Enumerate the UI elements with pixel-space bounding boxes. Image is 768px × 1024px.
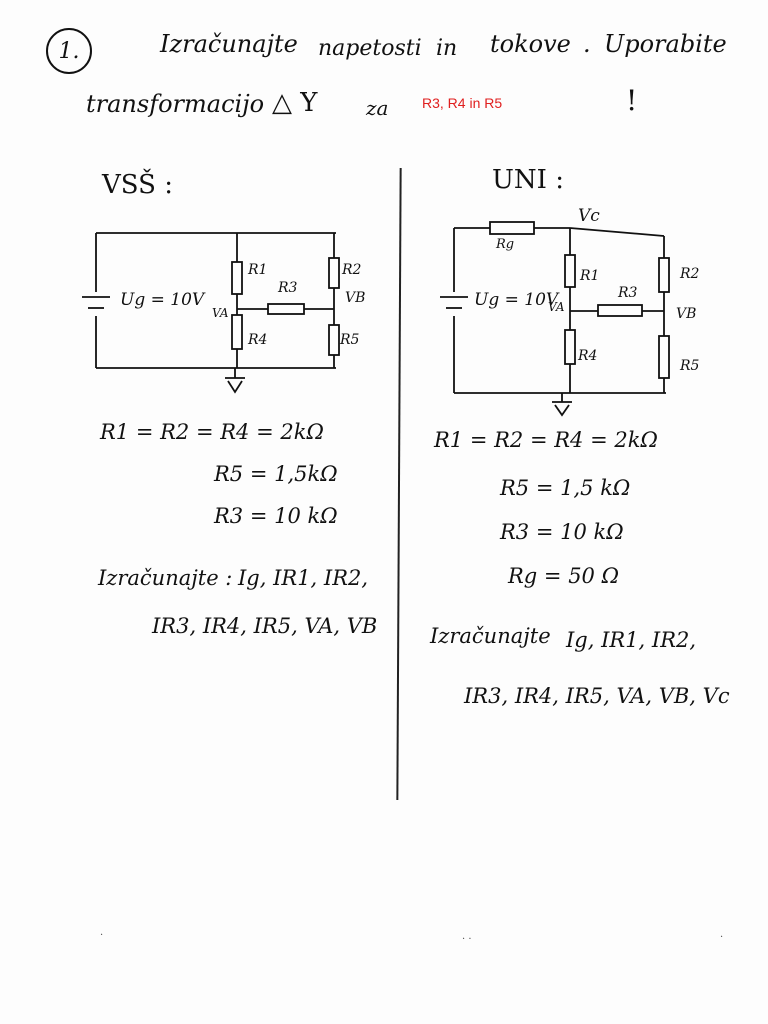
header-word-6: Uporabite	[604, 30, 727, 58]
typed-note: R3, R4 in R5	[422, 95, 503, 111]
right-compute-line2: IR3, IR4, IR5, VA, VB, Vc	[464, 684, 730, 708]
right-source-label: Ug = 10V	[474, 290, 559, 310]
problem-number-text: 1.	[58, 38, 80, 64]
left-node-a: VA	[212, 306, 229, 320]
left-compute-line1: Ig, IR1, IR2,	[238, 566, 369, 590]
left-r5-label: R5	[340, 332, 360, 348]
left-value-3: R3 = 10 kΩ	[214, 504, 338, 528]
left-node-b: VB	[345, 290, 366, 306]
right-value-1: R1 = R2 = R4 = 2kΩ	[434, 428, 658, 452]
left-compute-line2: IR3, IR4, IR5, VA, VB	[152, 614, 378, 638]
right-r2-label: R2	[680, 266, 700, 282]
right-compute-line1: Ig, IR1, IR2,	[566, 628, 697, 652]
paper-speck: · ·	[462, 934, 472, 945]
header-line2-for: za	[366, 96, 389, 120]
header-word-4: tokove	[490, 30, 571, 58]
left-value-2: R5 = 1,5kΩ	[214, 462, 338, 486]
paper-speck: ·	[720, 932, 724, 943]
header-word-5: .	[583, 30, 591, 58]
header-word-1: Izračunajte	[160, 30, 298, 58]
left-r3-label: R3	[278, 280, 298, 296]
right-rg-label: Rg	[496, 237, 515, 252]
right-value-4: Rg = 50 Ω	[508, 564, 620, 588]
right-r1-label: R1	[580, 268, 600, 284]
left-value-1: R1 = R2 = R4 = 2kΩ	[100, 420, 324, 444]
right-node-a: VA	[548, 300, 565, 314]
right-heading: UNI :	[492, 165, 564, 195]
right-node-b: VB	[676, 306, 697, 322]
left-compute-label: Izračunajte :	[98, 566, 233, 590]
left-r1-label: R1	[248, 262, 268, 278]
header-word-2: napetosti	[318, 36, 422, 61]
left-r2-label: R2	[342, 262, 362, 278]
left-r4-label: R4	[248, 332, 268, 348]
paper-speck: ·	[100, 930, 104, 941]
right-r5-label: R5	[680, 358, 700, 374]
right-r4-label: R4	[578, 348, 598, 364]
right-node-c: Vc	[578, 206, 600, 226]
right-r3-label: R3	[618, 285, 638, 301]
right-value-2: R5 = 1,5 kΩ	[500, 476, 631, 500]
header-word-3: in	[436, 36, 458, 61]
right-value-3: R3 = 10 kΩ	[500, 520, 624, 544]
exclamation-mark: !	[626, 84, 638, 117]
header-line2-word: transformacijo	[86, 90, 265, 118]
left-heading: VSŠ :	[102, 170, 173, 200]
left-source-label: Ug = 10V	[120, 290, 205, 310]
delta-y-symbols: △ Y	[272, 88, 318, 118]
right-compute-label: Izračunajte	[430, 624, 551, 648]
problem-number: 1.	[46, 28, 92, 74]
